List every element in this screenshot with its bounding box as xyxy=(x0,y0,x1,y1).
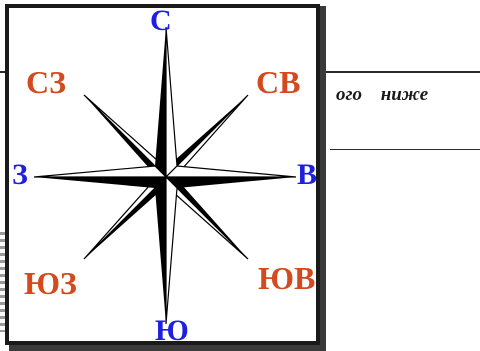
card-shadow-right xyxy=(320,6,326,347)
label-west: З xyxy=(12,158,28,191)
label-northeast: СВ xyxy=(256,64,301,100)
label-southwest: ЮЗ xyxy=(24,265,77,301)
label-southeast: ЮВ xyxy=(258,260,316,296)
label-northwest: СЗ xyxy=(26,64,66,100)
card-shadow-bottom xyxy=(9,345,326,351)
cardinal-points xyxy=(33,26,297,325)
label-east: В xyxy=(297,158,318,191)
label-north: С xyxy=(150,4,172,37)
label-south: Ю xyxy=(155,314,189,347)
background-text-fragment: ого ниже xyxy=(336,84,429,105)
background-rule-bottom xyxy=(330,149,480,150)
background-table-edge xyxy=(0,72,8,149)
background-left-edge xyxy=(0,232,5,332)
